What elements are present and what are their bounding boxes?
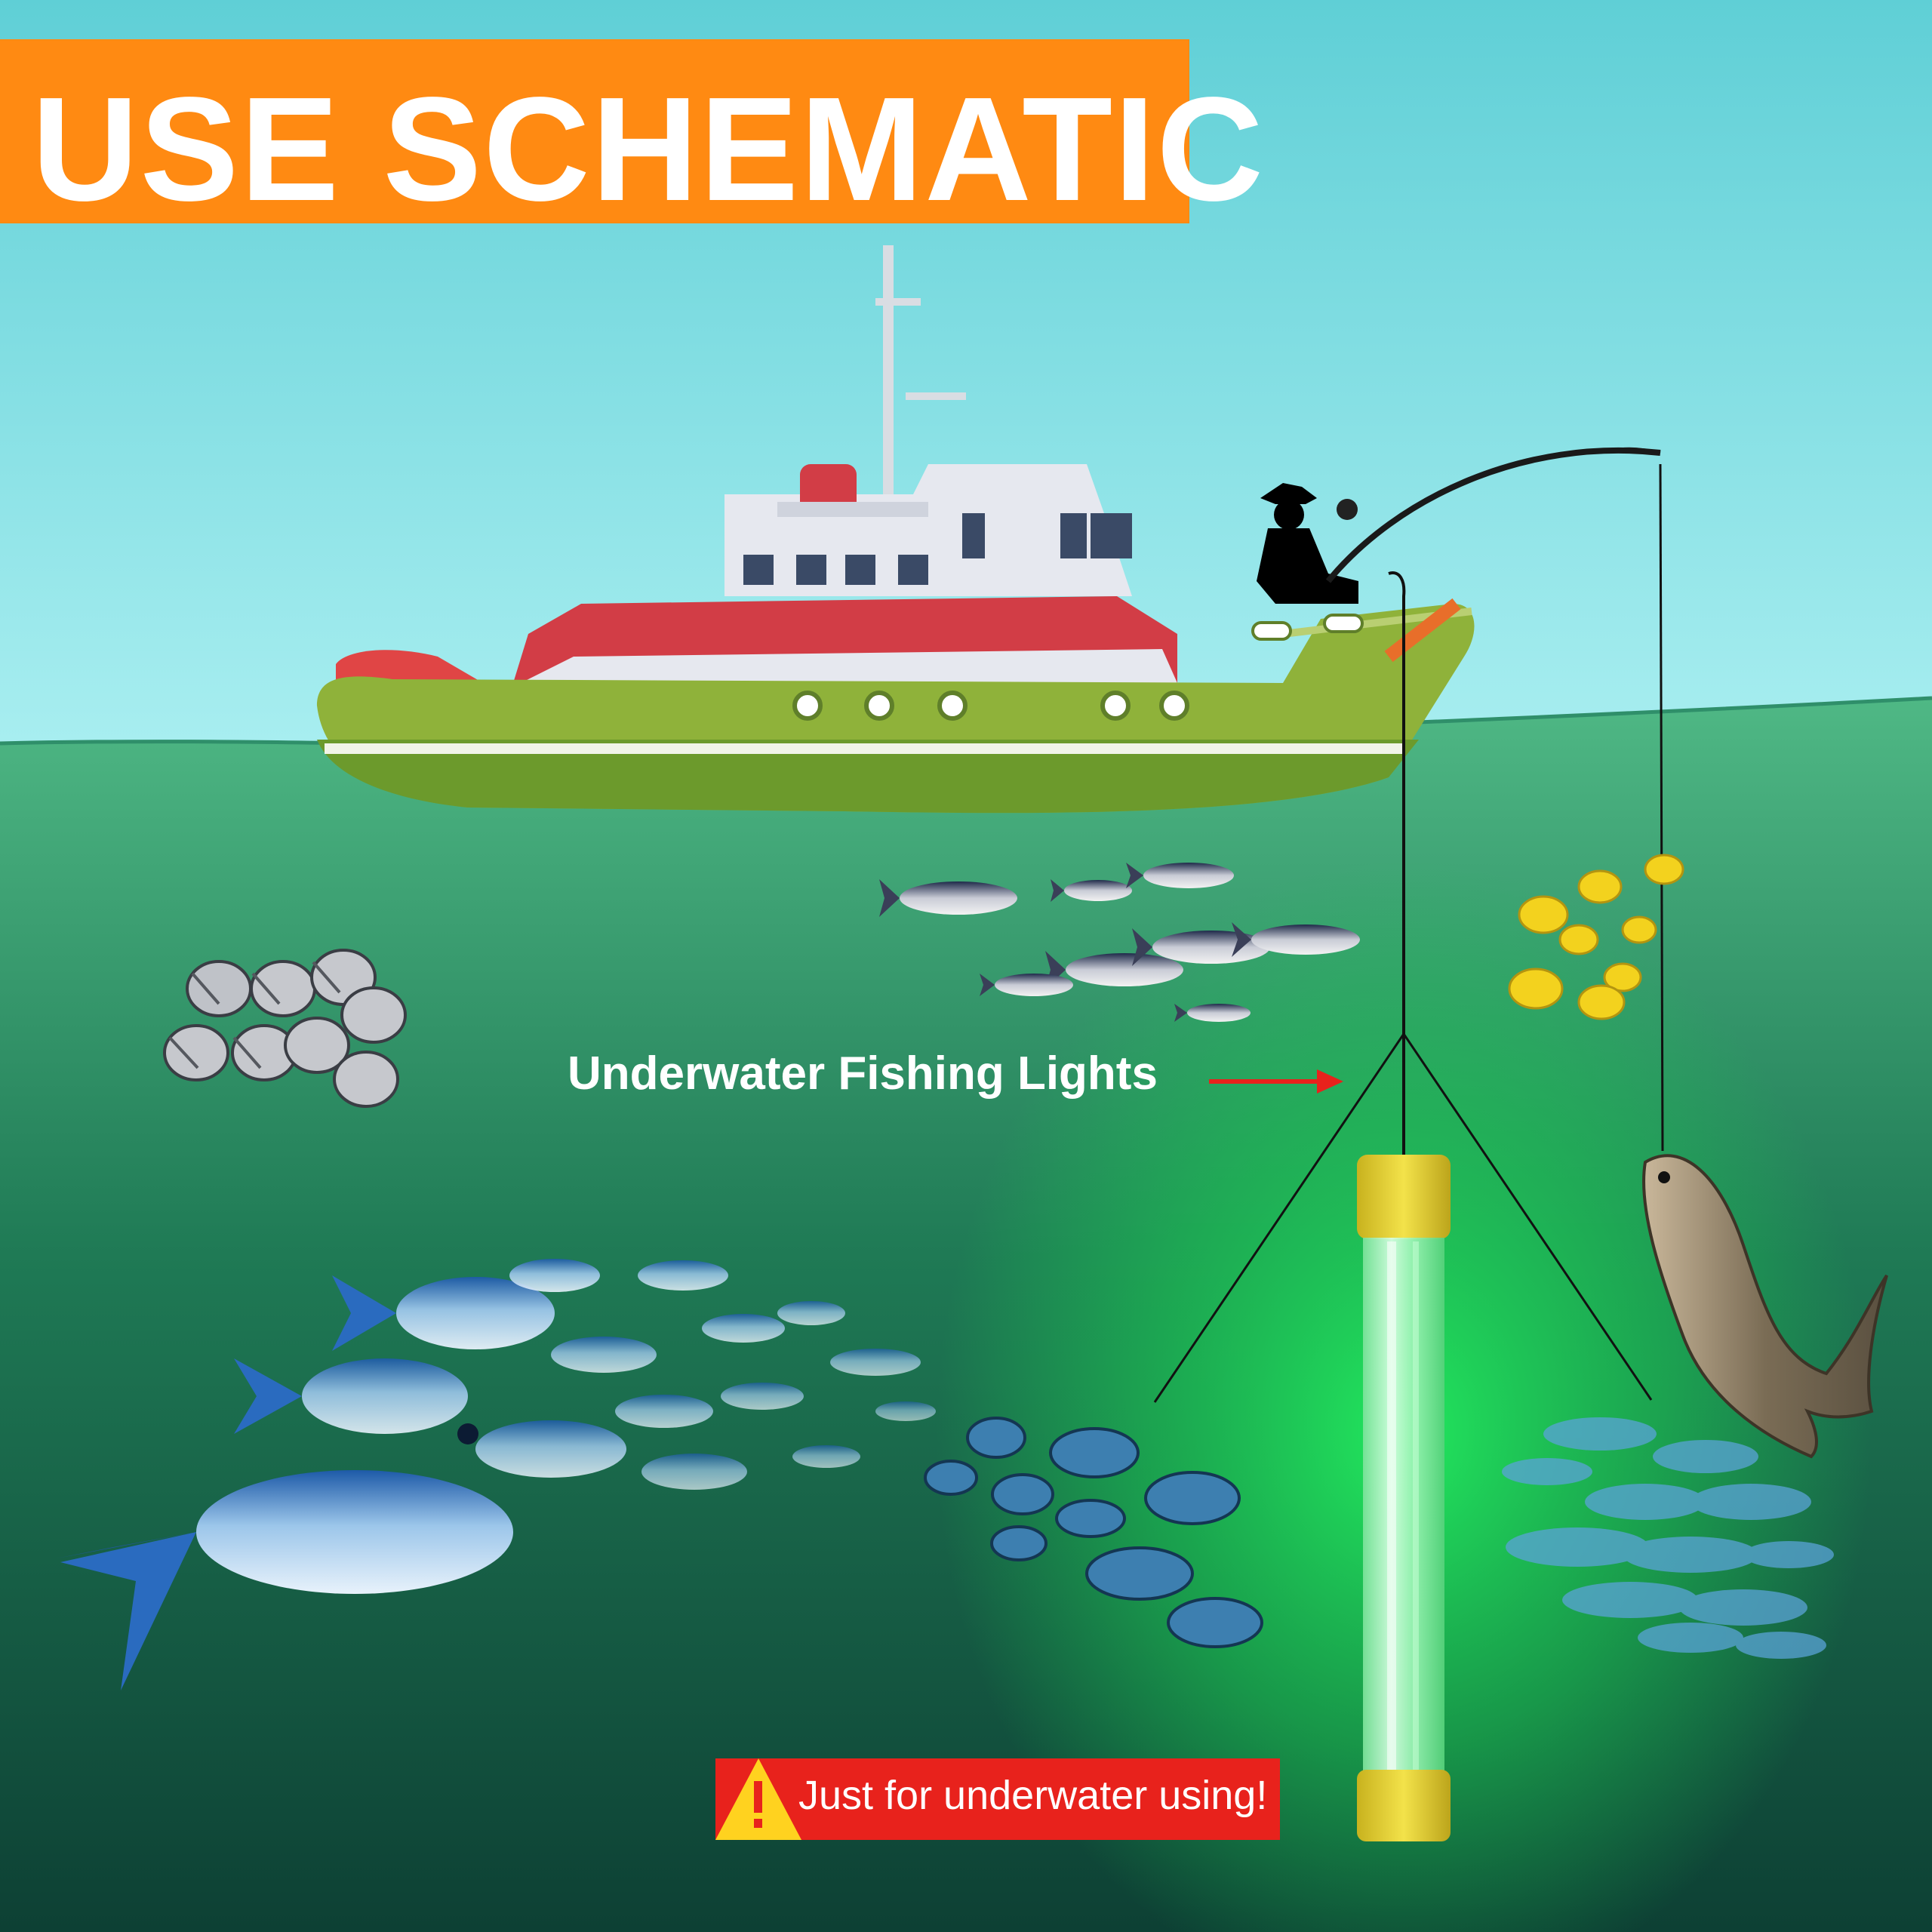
hooked-trout (1642, 1154, 1888, 1459)
jack-trevally-school (57, 1259, 936, 1690)
silhouette-fish-school (1502, 1417, 1834, 1659)
warning-banner (715, 1758, 1280, 1840)
boat-mast (883, 245, 894, 494)
fishing-boat (317, 245, 1475, 814)
warning-text: Just for underwater using! (798, 1773, 1268, 1818)
boat-bow-red (336, 650, 483, 683)
light-bottom-cap (1357, 1770, 1451, 1841)
light-spread-right (1402, 1033, 1653, 1401)
reel (1337, 499, 1358, 520)
tuna-school (879, 863, 1360, 1022)
light-top-cap (1357, 1155, 1451, 1239)
fisherman-silhouette (1257, 483, 1358, 604)
butterflyfish-school (163, 949, 407, 1108)
page-title: USE SCHEMATIC (32, 66, 1266, 232)
callout-arrow (1209, 1069, 1343, 1094)
title-banner: USE SCHEMATIC (0, 39, 1263, 223)
led-fishing-light (1357, 1155, 1451, 1841)
callout-label: Underwater Fishing Lights (568, 1048, 1158, 1100)
yellow-tang-school (1508, 854, 1684, 1020)
light-spread-left (1153, 1033, 1405, 1403)
rod-line-to-trout (1659, 463, 1664, 1152)
light-tube (1363, 1238, 1444, 1774)
rod-line-to-light (1388, 571, 1406, 1156)
blue-cichlid-school (924, 1417, 1263, 1648)
